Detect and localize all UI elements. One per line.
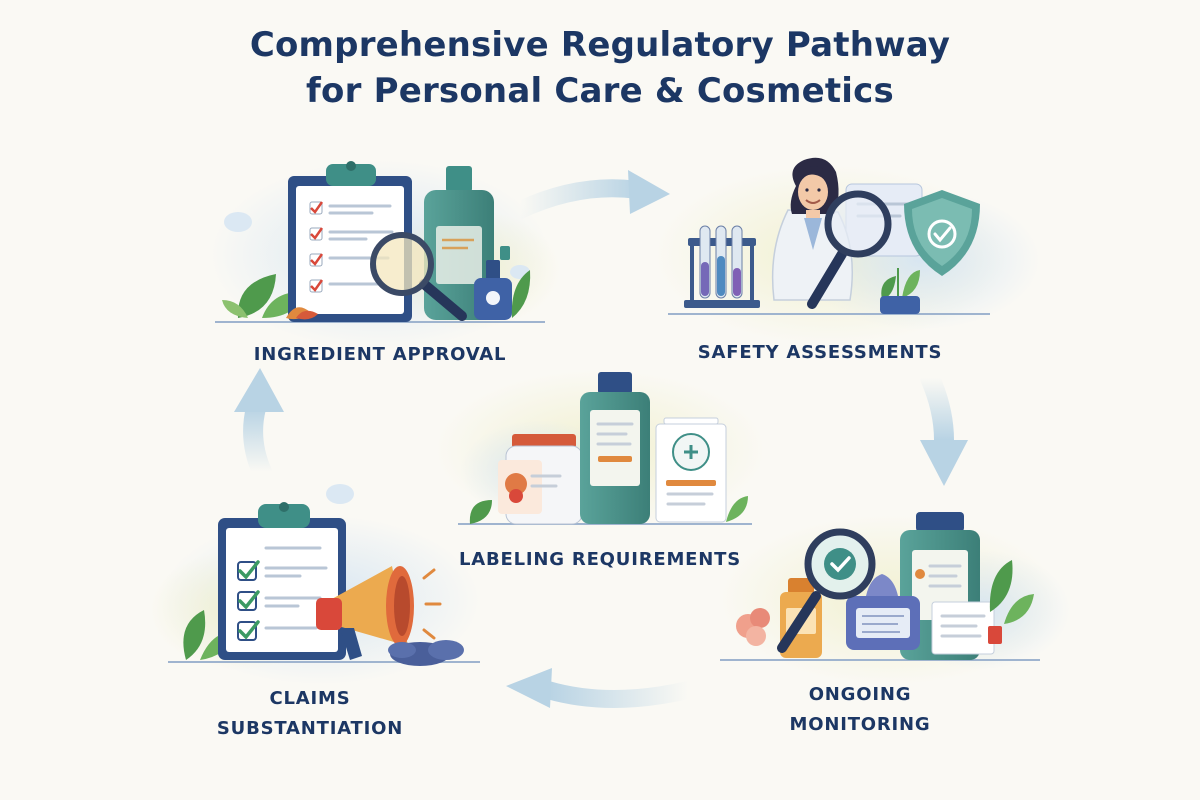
arrow-safety-to-monitoring: [920, 368, 968, 486]
magnifying-glass-icon: [370, 232, 467, 321]
test-tube-rack-icon: [684, 225, 760, 308]
check-marks: [309, 201, 324, 293]
flower-icon: [286, 307, 318, 320]
bottle-icon: [580, 372, 650, 524]
claims-substantiation-illustration: [150, 484, 480, 685]
report-card-icon: [931, 601, 1002, 655]
check-marks: [237, 560, 260, 641]
leaf-icon: [726, 496, 748, 522]
leaf-icon: [1004, 594, 1034, 624]
jar-icon: [498, 434, 583, 525]
step-label-ongoing-monitoring: ONGOING MONITORING: [700, 680, 1020, 740]
clipboard-checklist-icon: [218, 502, 346, 660]
step-label-line: SUBSTANTIATION: [216, 718, 404, 739]
magnifying-glass-icon: [807, 190, 892, 309]
title-line-1: Comprehensive Regulatory Pathway: [249, 25, 951, 65]
step-label-line: MONITORING: [789, 714, 931, 735]
arrow-monitoring-to-claims: [506, 668, 697, 708]
arrow-ingredient-to-safety: [511, 170, 670, 219]
labeling-requirements-illustration: [435, 370, 765, 530]
leaf-icon: [469, 500, 492, 524]
plant-pot-icon: [880, 268, 920, 314]
leaf-icon: [183, 610, 206, 660]
step-label-ingredient-approval: INGREDIENT APPROVAL: [253, 344, 507, 365]
megaphone-icon: [316, 566, 442, 660]
leaf-icon: [511, 270, 531, 318]
flower-icon: [736, 608, 770, 646]
ingredient-approval-illustration: [210, 160, 560, 350]
shield-check-icon: [904, 190, 980, 276]
step-label-claims-substantiation: CLAIMS SUBSTANTIATION: [150, 684, 470, 744]
ongoing-monitoring-illustration: [720, 512, 1070, 685]
perfume-bottle-icon: [474, 246, 512, 320]
step-label-labeling-requirements: LABELING REQUIREMENTS: [459, 549, 741, 570]
bush-icon: [388, 640, 464, 666]
step-label-line: CLAIMS: [269, 688, 351, 709]
magnifying-glass-check-icon: [777, 528, 876, 653]
product-case-icon: [846, 574, 920, 650]
step-label-line: ONGOING: [808, 684, 912, 705]
title-line-2: for Personal Care & Cosmetics: [306, 71, 894, 111]
arrow-claims-to-ingredient: [234, 368, 284, 482]
step-label-safety-assessments: SAFETY ASSESSMENTS: [697, 342, 943, 363]
leaf-icon: [989, 560, 1013, 612]
label-card-icon: [655, 417, 727, 523]
safety-assessments-illustration: [655, 157, 1040, 345]
page-title: Comprehensive Regulatory Pathway for Per…: [0, 22, 1200, 114]
